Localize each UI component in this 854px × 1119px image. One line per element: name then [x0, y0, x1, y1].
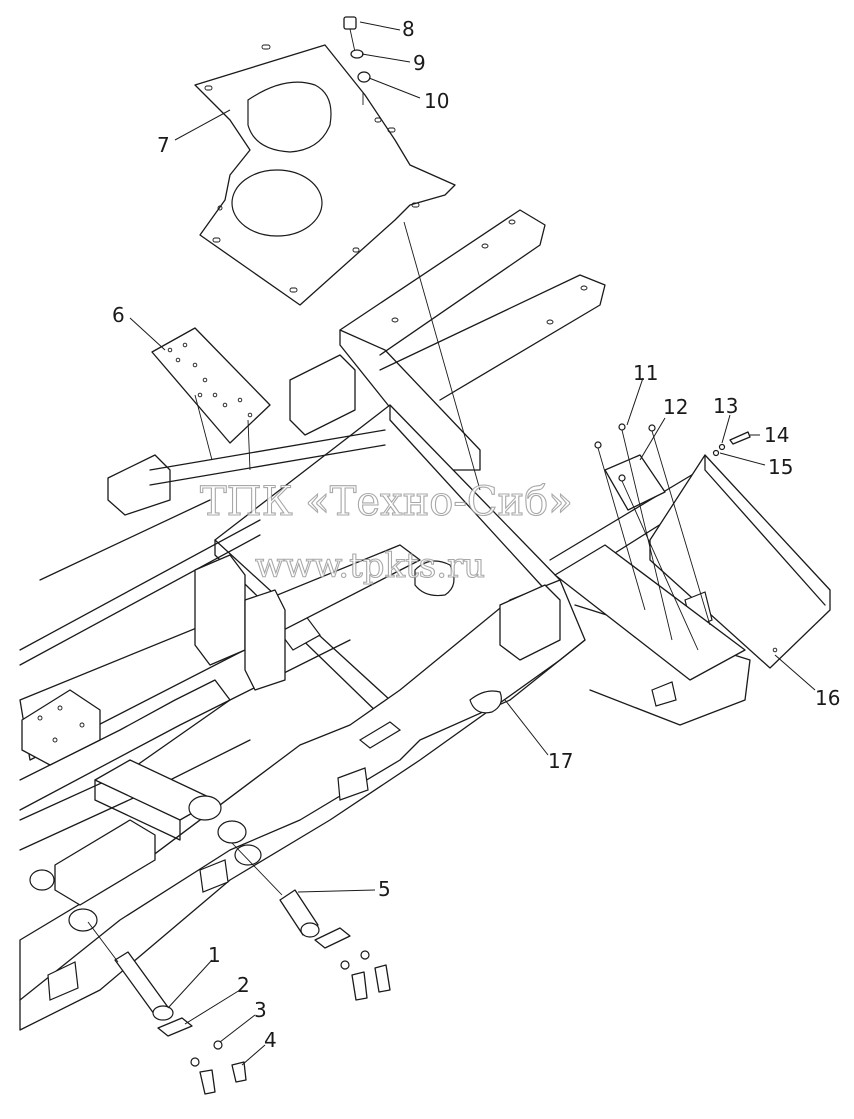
part-5-pin [279, 889, 320, 938]
watermark: ТПК «Техно-Сиб» www.tpkts.ru [199, 478, 573, 586]
callout-numbers: 1 2 3 4 5 6 7 8 9 10 11 12 13 14 15 16 1… [112, 17, 840, 1052]
callout-14: 14 [764, 423, 789, 447]
assembly-lines [87, 92, 711, 963]
callout-7: 7 [157, 133, 170, 157]
leader-lines [129, 21, 816, 1066]
watermark-url: www.tpkts.ru [255, 546, 485, 586]
part-7-mounting-plate [194, 44, 456, 306]
callout-8: 8 [402, 17, 415, 41]
fasteners-lower-left [190, 950, 391, 1095]
callout-12: 12 [663, 395, 688, 419]
part-16-cover [649, 454, 831, 669]
callout-17: 17 [548, 749, 573, 773]
callout-11: 11 [633, 361, 658, 385]
callout-9: 9 [413, 51, 426, 75]
callout-2: 2 [237, 973, 250, 997]
callout-3: 3 [254, 998, 267, 1022]
callout-5: 5 [378, 877, 391, 901]
callout-6: 6 [112, 303, 125, 327]
lower-cover-plate [554, 544, 746, 681]
part-12-small-plate [604, 454, 666, 511]
parts-8-9-10-fasteners [343, 16, 371, 83]
watermark-company: ТПК «Техно-Сиб» [200, 479, 573, 525]
callout-4: 4 [264, 1028, 277, 1052]
callout-10: 10 [424, 89, 449, 113]
part-6-plate [151, 327, 271, 444]
part-1-pin [114, 951, 174, 1021]
callout-1: 1 [208, 943, 221, 967]
part-17-main-frame [19, 209, 751, 1031]
callout-13: 13 [713, 394, 738, 418]
callout-16: 16 [815, 686, 840, 710]
part-2-link-plate [157, 927, 351, 1037]
parts-11-13-14-15-fasteners [594, 423, 751, 482]
callout-15: 15 [768, 455, 793, 479]
